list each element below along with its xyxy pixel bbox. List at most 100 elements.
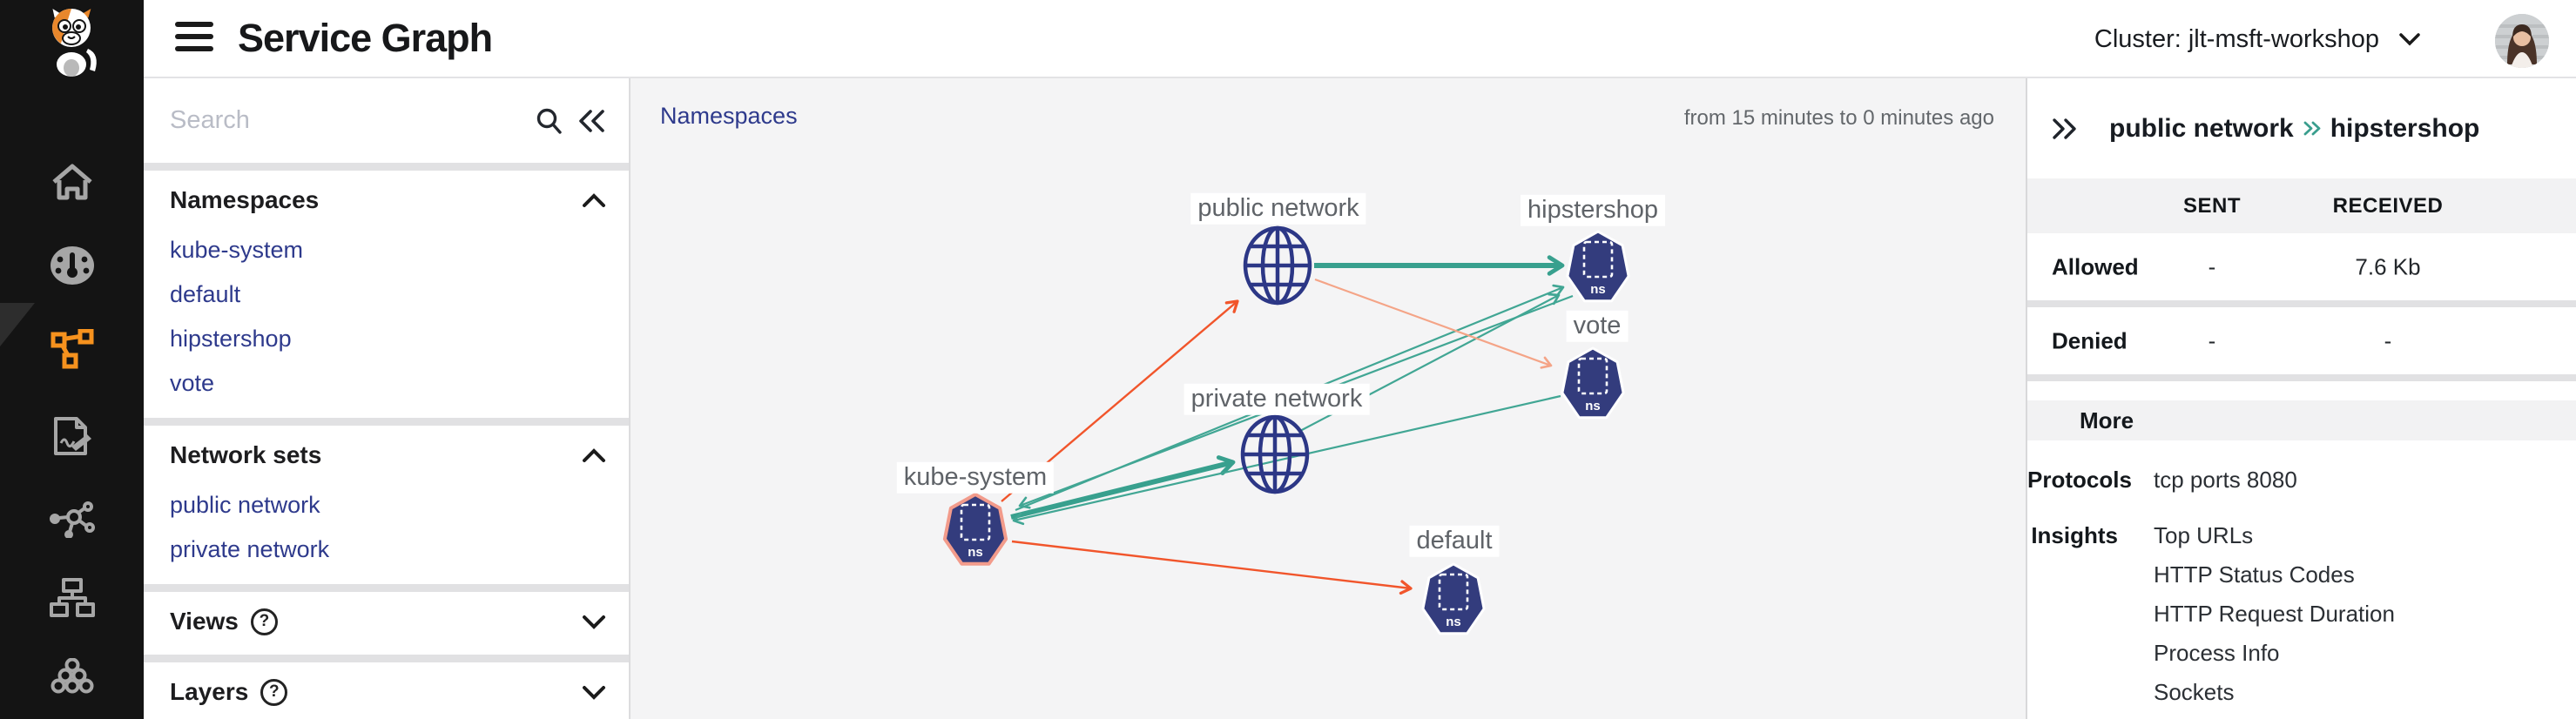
graph-node-private-network[interactable]	[1240, 414, 1310, 494]
sidebar-item-private-network[interactable]: private network	[170, 536, 330, 562]
graph-node-labels: public network hipstershop vote private net…	[631, 78, 2026, 719]
insights-label: Insights	[2031, 522, 2118, 548]
chevron-down-icon	[2399, 33, 2420, 46]
svg-text:ns: ns	[1585, 399, 1601, 413]
chevron-up-icon[interactable]	[582, 192, 606, 208]
chevron-down-icon[interactable]	[582, 615, 606, 629]
graph-node-label-hipstershop[interactable]: hipstershop	[1521, 194, 1665, 227]
sidebar-item-default[interactable]: default	[170, 281, 241, 307]
panel-summary-card: public network hipstershop SENT RECEIVED…	[2027, 78, 2576, 300]
calico-cat-logo	[38, 3, 106, 83]
column-received: RECEIVED	[2332, 193, 2444, 218]
cluster-selector[interactable]: Cluster: jlt-msft-workshop	[2094, 0, 2421, 78]
row-label: Denied	[2052, 327, 2128, 353]
network-sets-section-header[interactable]: Network sets	[144, 434, 629, 476]
graph-node-label-vote[interactable]: vote	[1566, 310, 1629, 343]
top-bar: Service Graph Cluster: jlt-msft-workshop	[144, 0, 2576, 78]
user-avatar[interactable]	[2495, 14, 2549, 68]
graph-view-label: Namespaces	[660, 103, 798, 129]
nav-network-icon[interactable]	[48, 494, 97, 543]
denied-sent-value: -	[2208, 327, 2216, 353]
expand-panel-icon[interactable]	[2052, 118, 2078, 140]
svg-text:ns: ns	[1446, 615, 1461, 629]
nav-cluster-icon[interactable]	[48, 652, 97, 701]
flow-direction-icon	[2303, 120, 2322, 137]
namespaces-section-title: Namespaces	[170, 186, 320, 213]
breadcrumb: public network hipstershop	[2027, 78, 2576, 178]
graph-edge-vote-to-kube-system[interactable]	[1012, 394, 1561, 526]
graph-node-label-kube-system[interactable]: kube-system	[896, 461, 1055, 494]
nav-policies-icon[interactable]	[48, 413, 97, 461]
layers-help-icon[interactable]: ?	[260, 678, 288, 706]
hamburger-menu-icon[interactable]	[175, 22, 217, 57]
graph-node-public-network[interactable]	[1243, 225, 1312, 306]
svg-text:ns: ns	[968, 545, 983, 560]
insight-item[interactable]: HTTP Request Duration	[2154, 601, 2395, 627]
column-sent: SENT	[2182, 193, 2242, 218]
graph-node-kube-system[interactable]: ns	[942, 493, 1008, 566]
graph-edge-public-network-to-vote[interactable]	[1314, 278, 1553, 369]
sidebar-item-kube-system[interactable]: kube-system	[170, 237, 304, 263]
active-nav-notch	[0, 303, 35, 346]
views-section-header[interactable]: Views ?	[144, 601, 629, 642]
layers-section: Layers ?	[144, 662, 629, 719]
search-card	[144, 78, 629, 163]
nav-rail	[0, 0, 144, 719]
nav-hierarchy-icon[interactable]	[48, 574, 97, 622]
nav-home-icon[interactable]	[48, 158, 97, 206]
namespaces-section-header[interactable]: Namespaces	[144, 179, 629, 221]
graph-svg[interactable]: ns ns ns ns	[631, 78, 2027, 719]
views-help-icon[interactable]: ?	[250, 608, 278, 635]
graph-edge-kube-system-to-private-network[interactable]	[1010, 455, 1236, 520]
insight-item[interactable]: Sockets	[2154, 679, 2235, 705]
protocols-row: Protocols tcp ports 8080	[2027, 467, 2576, 493]
views-section-title: Views	[170, 608, 239, 635]
collapse-sidebar-icon[interactable]	[578, 109, 606, 133]
nav-service-graph-icon[interactable]	[48, 326, 97, 374]
time-range-label: from 15 minutes to 0 minutes ago	[1683, 106, 1994, 130]
page-title: Service Graph	[238, 16, 493, 60]
protocols-value: tcp ports 8080	[2154, 467, 2297, 493]
search-input[interactable]	[170, 78, 501, 163]
traffic-table-header: SENT RECEIVED	[2027, 178, 2576, 233]
network-sets-section-title: Network sets	[170, 441, 322, 468]
breadcrumb-source[interactable]: public network	[2109, 113, 2294, 143]
svg-text:ns: ns	[1590, 282, 1606, 297]
chevron-up-icon[interactable]	[582, 447, 606, 463]
nav-dashboard-icon[interactable]	[48, 241, 97, 290]
table-row-denied: Denied - -	[2027, 307, 2576, 374]
chevron-down-icon[interactable]	[582, 685, 606, 700]
allowed-received-value: 7.6 Kb	[2355, 253, 2421, 279]
search-icon[interactable]	[535, 107, 563, 135]
graph-node-vote[interactable]: ns	[1561, 346, 1625, 420]
graph-node-label-public-network[interactable]: public network	[1190, 192, 1366, 225]
sidebar-item-public-network[interactable]: public network	[170, 492, 320, 518]
namespaces-section: Namespaces kube-system default hipstersh…	[144, 171, 629, 418]
detail-panel: public network hipstershop SENT RECEIVED…	[2026, 78, 2576, 719]
insight-item[interactable]: Top URLs	[2154, 522, 2254, 548]
more-card: More Protocols tcp ports 8080 Insights T…	[2027, 381, 2576, 719]
row-label: Allowed	[2052, 253, 2139, 279]
insight-item[interactable]: HTTP Status Codes	[2154, 561, 2355, 588]
protocols-label: Protocols	[2027, 467, 2132, 493]
table-row-allowed: Allowed - 7.6 Kb	[2027, 233, 2576, 300]
sidebar-item-hipstershop[interactable]: hipstershop	[170, 326, 292, 352]
insight-item[interactable]: Process Info	[2154, 640, 2280, 666]
denied-received-value: -	[2384, 327, 2392, 353]
filter-sidebar: Namespaces kube-system default hipstersh…	[144, 78, 629, 719]
graph-node-default[interactable]: ns	[1421, 562, 1486, 635]
allowed-sent-value: -	[2208, 253, 2216, 279]
views-section: Views ?	[144, 592, 629, 655]
breadcrumb-target[interactable]: hipstershop	[2330, 113, 2480, 143]
layers-section-title: Layers	[170, 678, 249, 705]
graph-edge-kube-system-to-default[interactable]	[1011, 540, 1413, 595]
graph-node-label-default[interactable]: default	[1409, 525, 1500, 558]
graph-node-hipstershop[interactable]: ns	[1566, 230, 1630, 303]
cluster-label: Cluster: jlt-msft-workshop	[2094, 24, 2379, 53]
layers-section-header[interactable]: Layers ?	[144, 671, 629, 713]
graph-node-label-private-network[interactable]: private network	[1183, 383, 1370, 416]
service-graph-canvas[interactable]: Namespaces from 15 minutes to 0 minutes …	[629, 78, 2026, 719]
sidebar-item-vote[interactable]: vote	[170, 370, 215, 396]
